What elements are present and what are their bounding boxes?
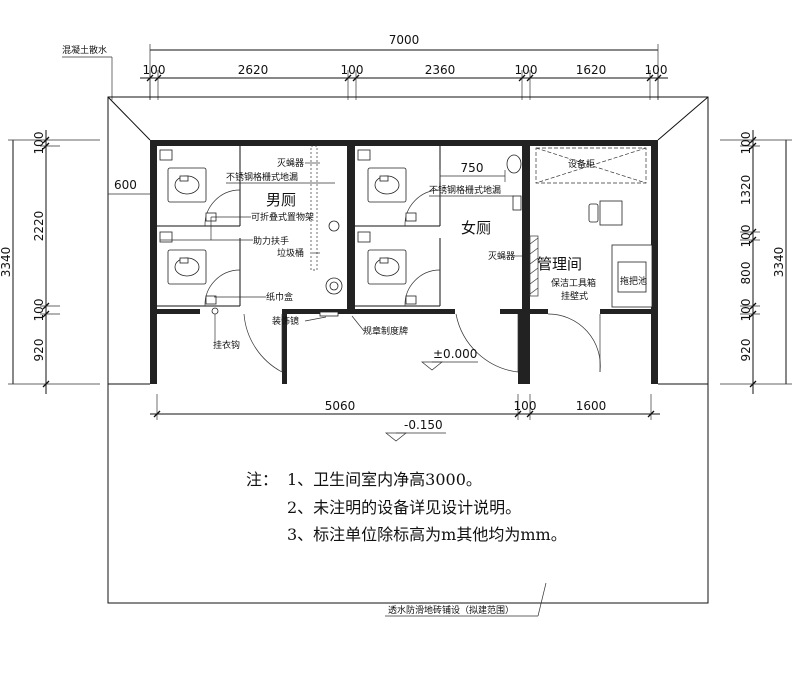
womens-toilet: 750 不锈钢格栅式地漏 女厕 灭蝇器: [355, 146, 522, 373]
room-management: 管理间: [537, 255, 582, 273]
dim-right-1: 100: [739, 132, 753, 155]
label-grate-drain-mens: 不锈钢格栅式地漏: [226, 171, 298, 183]
dim-top-2: 2620: [238, 63, 269, 77]
dim-top-1: 100: [143, 63, 166, 77]
elev-floor: ±0.000: [433, 347, 477, 361]
dim-right-4: 800: [739, 262, 753, 285]
squat-toilet-icon: [367, 167, 407, 203]
dim-right-3: 100: [739, 225, 753, 248]
mens-toilet: 灭蝇器 不锈钢格栅式地漏 男厕 可折叠式置物架 助力扶手 垃圾桶 纸巾盒 装饰镜…: [157, 145, 408, 373]
dim-top-4: 2360: [425, 63, 456, 77]
label-trash-bin: 垃圾桶: [277, 247, 304, 259]
dim-right-total: 3340: [772, 247, 786, 278]
label-grate-drain-womens: 不锈钢格栅式地漏: [429, 184, 501, 196]
bottom-dimensions: 5060 100 1600: [150, 394, 660, 420]
building-walls: [150, 140, 658, 384]
label-concrete-apron: 混凝土散水: [62, 44, 107, 56]
dim-left-total: 3340: [0, 247, 13, 278]
note-2: 2、未注明的设备详见设计说明。: [287, 498, 521, 517]
label-fly-killer-womens: 灭蝇器: [488, 251, 515, 262]
label-paving: 透水防滑地砖铺设（拟建范围）: [388, 604, 514, 616]
left-dimensions: 3340 100 2220 100 920: [0, 130, 100, 394]
dim-750: 750: [461, 161, 484, 175]
note-1: 1、卫生间室内净高3000。: [287, 470, 482, 489]
dim-bottom-2: 100: [514, 399, 537, 413]
squat-toilet-icon: [167, 249, 207, 285]
dim-top-7: 100: [645, 63, 668, 77]
dim-left-2: 2220: [32, 211, 46, 242]
dim-top-3: 100: [341, 63, 364, 77]
apron-outline: [107, 96, 709, 604]
label-deco-mirror: 装饰镜: [272, 315, 299, 327]
dim-600: 600: [114, 178, 137, 192]
dim-bottom-3: 1600: [576, 399, 607, 413]
elevation-mark-outside: -0.150: [385, 418, 446, 442]
management-room: 设备柜 管理间 保洁工具箱 挂壁式 拖把池: [529, 147, 653, 373]
design-notes: 注： 1、卫生间室内净高3000。 2、未注明的设备详见设计说明。 3、标注单位…: [246, 470, 567, 544]
dim-right-6: 920: [739, 339, 753, 362]
squat-toilet-icon: [167, 167, 207, 203]
dim-overall-width: 7000: [389, 33, 420, 47]
top-dimensions: 7000 100 2620 100 2360 100 1620 100: [140, 33, 668, 100]
notes-prefix: 注：: [246, 470, 278, 489]
dim-left-3: 100: [32, 299, 46, 322]
dim-right-5: 100: [739, 299, 753, 322]
label-rules-sign: 规章制度牌: [363, 325, 408, 337]
label-tissue-box: 纸巾盒: [266, 291, 293, 303]
dim-bottom-1: 5060: [325, 399, 356, 413]
label-folding-shelf: 可折叠式置物架: [251, 211, 314, 223]
dim-left-1: 100: [32, 132, 46, 155]
room-womens-toilet: 女厕: [461, 219, 491, 237]
label-grab-bar: 助力扶手: [253, 235, 289, 247]
dim-top-5: 100: [515, 63, 538, 77]
note-3: 3、标注单位除标高为m其他均为mm。: [287, 525, 567, 544]
dim-top-6: 1620: [576, 63, 607, 77]
room-mens-toilet: 男厕: [266, 191, 296, 209]
paving-callout: 透水防滑地砖铺设（拟建范围）: [385, 582, 547, 617]
label-fly-killer-mens: 灭蝇器: [277, 158, 304, 169]
label-coat-hook: 挂衣钩: [213, 339, 240, 351]
dim-right-2: 1320: [739, 175, 753, 206]
elevation-mark-floor: ±0.000: [421, 347, 478, 371]
label-mop-sink: 拖把池: [620, 275, 647, 287]
right-dimensions: 3340 100 1320 100 800 100 920: [720, 130, 792, 394]
dim-left-4: 920: [32, 339, 46, 362]
squat-toilet-icon: [367, 249, 407, 285]
label-tool-box-2: 挂壁式: [561, 290, 588, 302]
elev-outside: -0.150: [404, 418, 443, 432]
label-tool-box-1: 保洁工具箱: [551, 277, 596, 289]
label-equipment-cabinet: 设备柜: [568, 158, 595, 170]
